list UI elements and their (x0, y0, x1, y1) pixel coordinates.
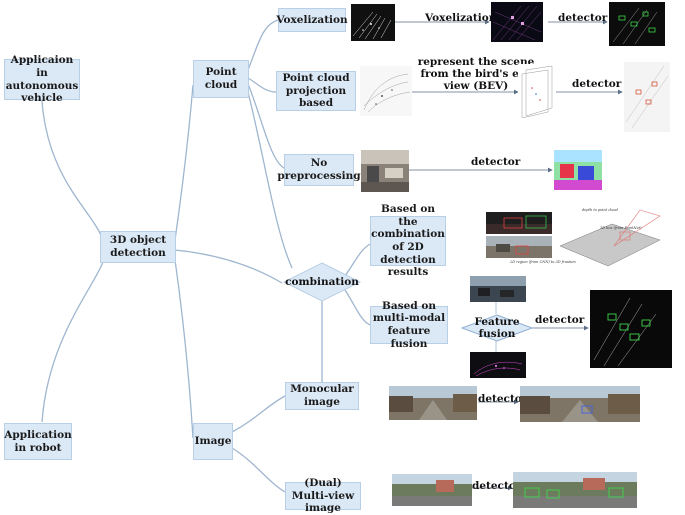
frustum-note-depth: depth to point cloud (582, 208, 618, 212)
fusion-camera-image (470, 276, 526, 302)
root-link-autonomous (41, 100, 104, 241)
detector-raw-label: detector (471, 156, 521, 168)
feature-fusion-diamond (460, 314, 534, 342)
bev-step-label: represent the scene from the bird's eye … (417, 56, 535, 93)
pc-link-voxel (247, 19, 279, 71)
method-projection: Point cloud projection based (276, 71, 356, 111)
comb-link-fusion (344, 289, 371, 326)
detector-voxel-label: detector (558, 12, 608, 24)
pc-link-projection (247, 77, 277, 93)
branch-point-cloud: Point cloud (193, 60, 249, 98)
center-link-image (174, 259, 194, 439)
voxel-grid-image (491, 2, 543, 42)
frustum-image-top (486, 212, 552, 234)
voxel-input-pointcloud (351, 4, 395, 41)
multiview-input-image (392, 474, 472, 506)
img-link-mono (231, 395, 286, 433)
comb-link-detection (344, 243, 371, 277)
frustum-pointnet-figure (556, 206, 666, 268)
voxel-detection-output (609, 2, 665, 46)
frustum-image-bottom (486, 236, 552, 258)
fusion-lidar-image (470, 352, 526, 378)
mono-detection-output (520, 386, 640, 422)
branch-combination: combination (285, 276, 359, 288)
method-monocular: Monocular image (285, 382, 359, 410)
detector-fusion-label: detector (535, 314, 585, 326)
method-multi-view: (Dual) Multi-view image (285, 477, 361, 514)
fusion-detection-output (590, 290, 672, 368)
root-link-robot (41, 261, 104, 423)
multiview-detection-output (513, 472, 637, 508)
frustum-note-2dregion: 2D region (from CNN) to 3D frustum (510, 260, 576, 264)
center-link-pointcloud (174, 84, 194, 241)
center-3d-object-detection: 3D object detection (100, 231, 176, 263)
combination-diamond (282, 262, 362, 302)
detector-mono-label: detector (478, 393, 528, 405)
projection-input-pointcloud (360, 66, 412, 116)
detector-multi-label: detector (472, 480, 522, 492)
frustum-note-3dbox: 3D box (from PointNet) (600, 226, 642, 230)
root-robot: Application in robot (4, 423, 72, 460)
bev-projection-image (518, 64, 556, 118)
mono-input-image (389, 386, 477, 420)
voxelization-step-label: Voxelization (425, 12, 497, 24)
raw-detection-output (554, 150, 602, 190)
pc-link-nopre (247, 83, 285, 169)
method-voxelization: Voxelization (276, 8, 348, 32)
img-link-multi (231, 447, 286, 493)
root-autonomous-vehicle: Applicaion in autonomous vehicle (4, 54, 80, 105)
method-multimodal-fusion: Based on multi-modal feature fusion (370, 300, 448, 350)
branch-image: Image (193, 423, 233, 460)
method-2d-detection-results: Based on the combination of 2D detection… (370, 203, 446, 279)
detector-bev-label: detector (572, 78, 622, 90)
pc-link-combination (247, 91, 293, 269)
center-link-combination (174, 249, 283, 284)
bev-detection-output (624, 62, 670, 132)
feature-fusion-label: Feature fusion (474, 316, 520, 341)
method-no-preprocessing: No preprocessing (277, 154, 361, 186)
raw-input-scene (361, 150, 409, 192)
